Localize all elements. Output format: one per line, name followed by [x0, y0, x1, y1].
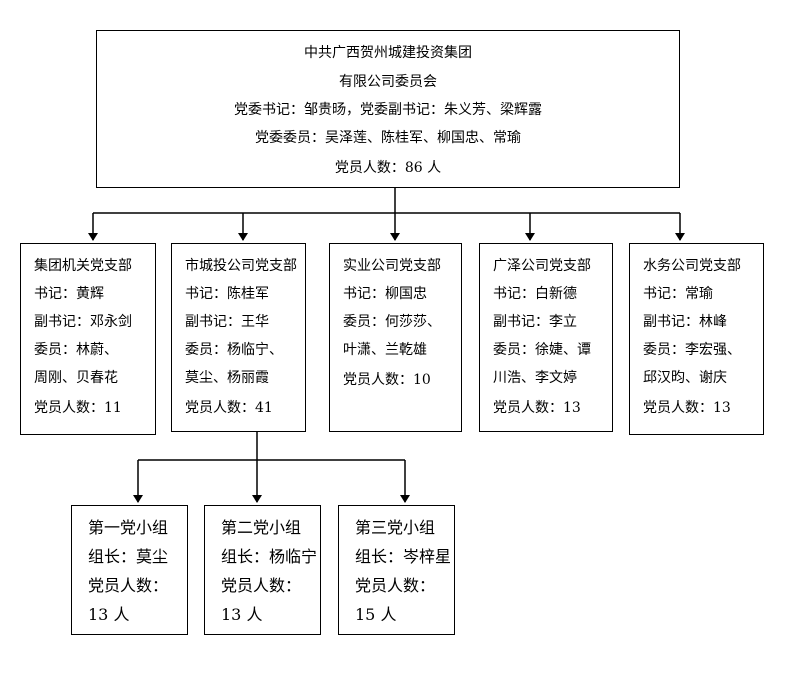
committee-leaders-line: 党委书记：邹贵旸，党委副书记：朱义芳、梁辉露 — [234, 102, 542, 118]
committee-name-line-2: 有限公司委员会 — [339, 74, 437, 90]
branch-secretary: 书记：陈桂军 — [185, 286, 269, 302]
branch-member-count: 党员人数：10 — [343, 372, 431, 388]
branch-members-2: 川浩、李文婷 — [493, 370, 577, 386]
branch-member-count: 党员人数：11 — [34, 400, 122, 416]
branch-box-water: 水务公司党支部 书记：常瑜 副书记：林峰 委员：李宏强、 邱汉昀、谢庆 党员人数… — [629, 243, 764, 435]
branch-members-2: 周刚、贝春花 — [34, 370, 118, 386]
group-leader: 组长：莫尘 — [88, 547, 169, 566]
branch-member-count: 党员人数：13 — [643, 400, 731, 416]
branch-members-1: 委员：何莎莎、 — [343, 314, 441, 330]
branch-title: 广泽公司党支部 — [493, 258, 591, 274]
branch-secretary: 书记：柳国忠 — [343, 286, 427, 302]
group-leader: 组长：岑梓星 — [355, 547, 452, 566]
group-member-count: 13 人 — [88, 605, 130, 624]
branch-title: 水务公司党支部 — [643, 258, 741, 274]
committee-name-line-1: 中共广西贺州城建投资集团 — [304, 45, 472, 61]
branch-title: 集团机关党支部 — [34, 258, 132, 274]
branch-members-1: 委员：林蔚、 — [34, 342, 118, 358]
branch-deputy-secretary: 副书记：林峰 — [643, 314, 727, 330]
branch-secretary: 书记：黄辉 — [34, 286, 104, 302]
party-committee-box: 中共广西贺州城建投资集团 有限公司委员会 党委书记：邹贵旸，党委副书记：朱义芳、… — [96, 30, 680, 188]
party-group-box-2: 第二党小组 组长：杨临宁 党员人数： 13 人 — [204, 505, 321, 635]
branch-box-city-investment: 市城投公司党支部 书记：陈桂军 副书记：王华 委员：杨临宁、 莫尘、杨丽霞 党员… — [171, 243, 306, 432]
group-title: 第三党小组 — [355, 518, 436, 537]
party-group-box-1: 第一党小组 组长：莫尘 党员人数： 13 人 — [71, 505, 188, 635]
branch-secretary: 书记：常瑜 — [643, 286, 713, 302]
party-group-box-3: 第三党小组 组长：岑梓星 党员人数： 15 人 — [338, 505, 455, 635]
group-member-count-label: 党员人数： — [221, 576, 302, 595]
branch-deputy-secretary: 副书记：李立 — [493, 314, 577, 330]
committee-members-line: 党委委员：吴泽莲、陈桂军、柳国忠、常瑜 — [255, 130, 521, 146]
group-member-count: 13 人 — [221, 605, 263, 624]
branch-members-2: 莫尘、杨丽霞 — [185, 370, 269, 386]
branch-members-1: 委员：杨临宁、 — [185, 342, 283, 358]
branch-deputy-secretary: 副书记：王华 — [185, 314, 269, 330]
group-member-count-label: 党员人数： — [355, 576, 436, 595]
branch-members-1: 委员：徐婕、谭 — [493, 342, 591, 358]
branch-secretary: 书记：白新德 — [493, 286, 577, 302]
group-member-count-label: 党员人数： — [88, 576, 169, 595]
group-title: 第二党小组 — [221, 518, 302, 537]
branch-members-1: 委员：李宏强、 — [643, 342, 741, 358]
branch-deputy-secretary: 副书记：邓永剑 — [34, 314, 132, 330]
branch-title: 实业公司党支部 — [343, 258, 441, 274]
branch-member-count: 党员人数：41 — [185, 400, 273, 416]
branch-box-guangze: 广泽公司党支部 书记：白新德 副书记：李立 委员：徐婕、谭 川浩、李文婷 党员人… — [479, 243, 613, 432]
branch-members-2: 邱汉昀、谢庆 — [643, 370, 727, 386]
branch-title: 市城投公司党支部 — [185, 258, 297, 274]
branch-box-group-office: 集团机关党支部 书记：黄辉 副书记：邓永剑 委员：林蔚、 周刚、贝春花 党员人数… — [20, 243, 156, 435]
group-member-count: 15 人 — [355, 605, 397, 624]
branch-box-industrial: 实业公司党支部 书记：柳国忠 委员：何莎莎、 叶潇、兰乾雄 党员人数：10 — [329, 243, 462, 432]
committee-member-count: 党员人数：86 人 — [334, 160, 442, 176]
branch-member-count: 党员人数：13 — [493, 400, 581, 416]
branch-members-2: 叶潇、兰乾雄 — [343, 342, 427, 358]
group-leader: 组长：杨临宁 — [221, 547, 318, 566]
group-title: 第一党小组 — [88, 518, 169, 537]
